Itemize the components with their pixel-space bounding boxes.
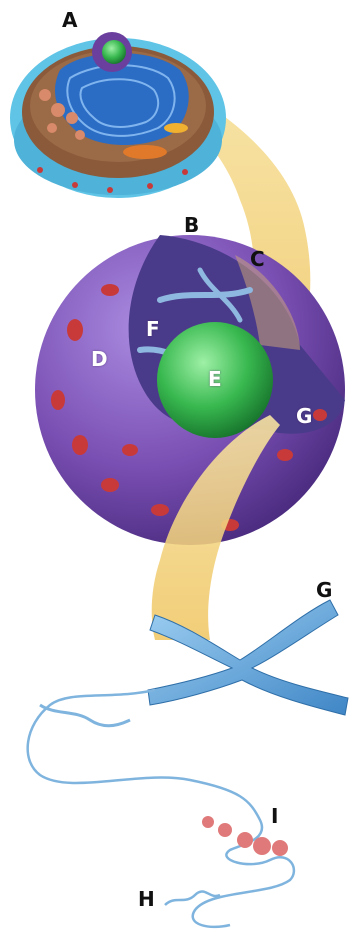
label-i: I bbox=[271, 806, 278, 826]
label-h: H bbox=[138, 889, 155, 909]
whole-cell-illustration bbox=[10, 32, 226, 198]
label-a: A bbox=[62, 10, 77, 30]
label-g-chromosome: G bbox=[316, 580, 332, 600]
label-d: D bbox=[91, 349, 108, 369]
label-e: E bbox=[208, 369, 222, 389]
dna-strand-illustration bbox=[28, 690, 294, 927]
label-c: C bbox=[250, 249, 265, 269]
label-b: B bbox=[184, 215, 199, 235]
label-g-nucleus: G bbox=[296, 406, 312, 426]
label-f: F bbox=[146, 319, 160, 339]
